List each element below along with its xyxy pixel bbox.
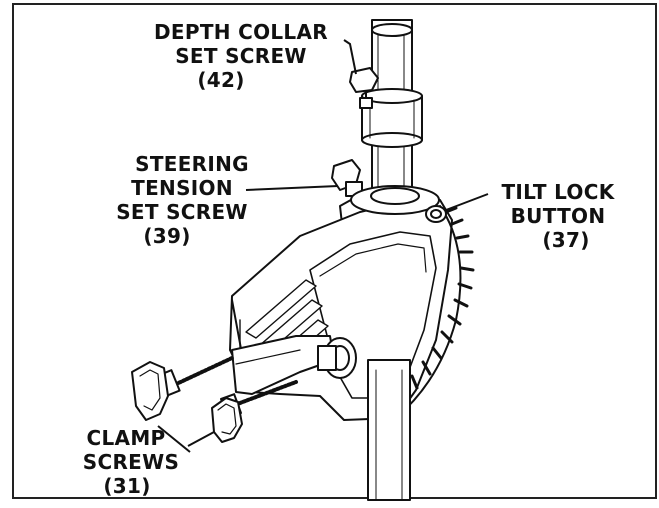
label-depth-collar-set-screw: DEPTH COLLAR SET SCREW (42) <box>126 20 356 92</box>
label-depth-collar-line1: DEPTH COLLAR <box>154 20 328 44</box>
label-depth-collar-number: (42) <box>197 68 245 92</box>
tilt-lock-button <box>425 205 447 223</box>
label-tilt-lock-number: (37) <box>542 228 590 252</box>
clamp-pad <box>317 337 357 379</box>
leader-depth-collar <box>343 39 357 75</box>
label-tilt-lock-button: TILT LOCK BUTTON (37) <box>488 180 628 252</box>
label-clamp-line1: CLAMP <box>86 426 166 450</box>
label-clamp-screws: CLAMP SCREWS (31) <box>56 426 226 498</box>
leader-tilt-lock <box>445 193 489 211</box>
leader-clamp-screw-2 <box>187 431 215 447</box>
label-clamp-number: (31) <box>103 474 151 498</box>
label-steering-line1: STEERING <box>135 152 249 176</box>
label-tilt-lock-line1: TILT LOCK <box>501 180 615 204</box>
clamp-screw-upper <box>131 356 234 421</box>
label-depth-collar-line2: SET SCREW <box>175 44 307 68</box>
leader-clamp-screw-1 <box>157 425 191 453</box>
clamp-screw-lower <box>211 380 298 443</box>
label-clamp-line2: SCREWS <box>82 450 180 474</box>
label-steering-line2: TENSION <box>131 176 233 200</box>
diagram-frame <box>12 3 657 499</box>
leader-steering-tension <box>245 185 339 191</box>
label-steering-line3: SET SCREW <box>116 200 248 224</box>
depth-collar-set-screw <box>349 67 379 109</box>
label-tilt-lock-line2: BUTTON <box>510 204 606 228</box>
depth-collar <box>361 88 423 148</box>
motor-shaft-lower <box>367 359 411 501</box>
label-steering-number: (39) <box>143 224 191 248</box>
label-steering-tension-set-screw: STEERING TENSION SET SCREW (39) <box>102 152 262 248</box>
